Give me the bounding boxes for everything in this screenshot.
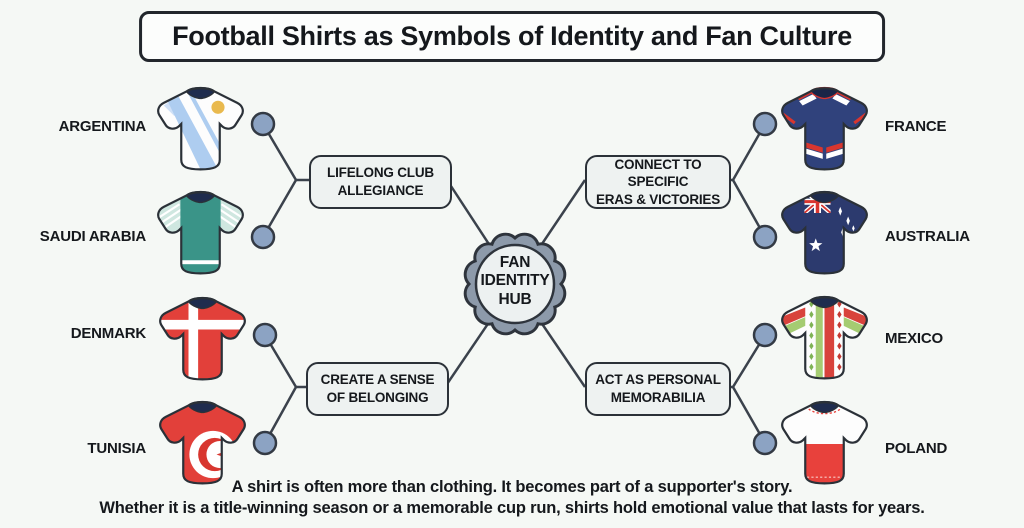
- node-create-sense-of-belonging: CREATE A SENSE OF BELONGING: [306, 362, 449, 416]
- denmark-shirt-icon: [159, 296, 246, 381]
- footer-line-2: Whether it is a title-winning season or …: [99, 499, 925, 517]
- connector-dot: [752, 322, 778, 348]
- mexico-shirt-icon: [781, 295, 868, 380]
- node-connect-to-eras-victories: CONNECT TO SPECIFIC ERAS & VICTORIES: [585, 155, 731, 209]
- label-denmark: DENMARK: [70, 325, 146, 342]
- saudi-arabia-shirt-icon: [157, 190, 244, 275]
- footer-line-1: A shirt is often more than clothing. It …: [231, 478, 793, 496]
- connector-dot: [752, 224, 778, 250]
- connector-dot: [250, 111, 276, 137]
- argentina-shirt-icon: [157, 86, 244, 171]
- tunisia-shirt-icon: [159, 400, 246, 485]
- node-lifelong-club-allegiance: LIFELONG CLUB ALLEGIANCE: [309, 155, 452, 209]
- label-mexico: MEXICO: [885, 330, 943, 347]
- connector-dot: [252, 322, 278, 348]
- connector-dot: [752, 430, 778, 456]
- australia-shirt-icon: [781, 190, 868, 275]
- connector-dots: [250, 111, 778, 456]
- label-argentina: ARGENTINA: [58, 118, 147, 135]
- label-australia: AUSTRALIA: [885, 228, 970, 245]
- label-saudi-arabia: SAUDI ARABIA: [39, 228, 146, 245]
- label-tunisia: TUNISIA: [87, 440, 146, 457]
- connector-dot: [752, 111, 778, 137]
- label-poland: POLAND: [885, 440, 948, 457]
- connector-dot: [250, 224, 276, 250]
- fan-identity-hub-label: FAN IDENTITY HUB: [480, 254, 550, 308]
- connector-dot: [252, 430, 278, 456]
- france-shirt-icon: [781, 86, 868, 171]
- label-france: FRANCE: [885, 118, 947, 135]
- node-act-as-personal-memorabilia: ACT AS PERSONAL MEMORABILIA: [585, 362, 731, 416]
- poland-shirt-icon: [781, 400, 868, 485]
- page-title: Football Shirts as Symbols of Identity a…: [139, 11, 885, 62]
